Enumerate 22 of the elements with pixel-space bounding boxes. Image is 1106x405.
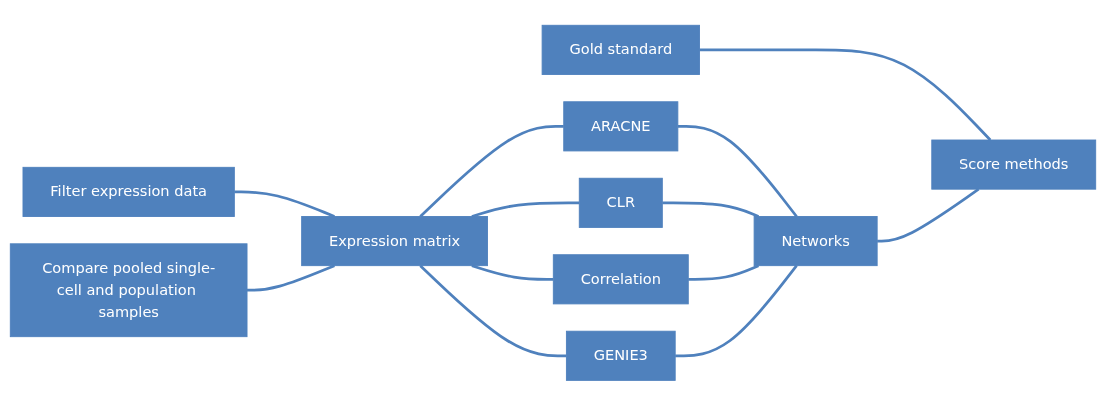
node-box: Correlation xyxy=(552,253,689,304)
connector xyxy=(662,201,760,218)
connector xyxy=(419,264,567,357)
connector xyxy=(675,264,798,357)
connector xyxy=(877,187,980,243)
connector xyxy=(471,201,580,218)
node-box: Gold standard xyxy=(541,24,700,75)
node-box: Compare pooled single-cell and population samples xyxy=(9,243,248,337)
connector xyxy=(699,48,992,141)
connector xyxy=(419,124,564,218)
node-box: Expression matrix xyxy=(301,215,488,266)
node-box: CLR xyxy=(578,177,663,228)
connector xyxy=(471,264,554,281)
node-box: Filter expression data xyxy=(22,166,235,217)
connector xyxy=(247,264,335,292)
node-box: Networks xyxy=(753,215,878,266)
connector xyxy=(677,124,798,217)
node-box: Score methods xyxy=(931,139,1097,190)
node-box: GENIE3 xyxy=(565,330,676,381)
node-box: ARACNE xyxy=(563,101,679,152)
connector xyxy=(234,190,335,218)
connector xyxy=(688,264,760,281)
